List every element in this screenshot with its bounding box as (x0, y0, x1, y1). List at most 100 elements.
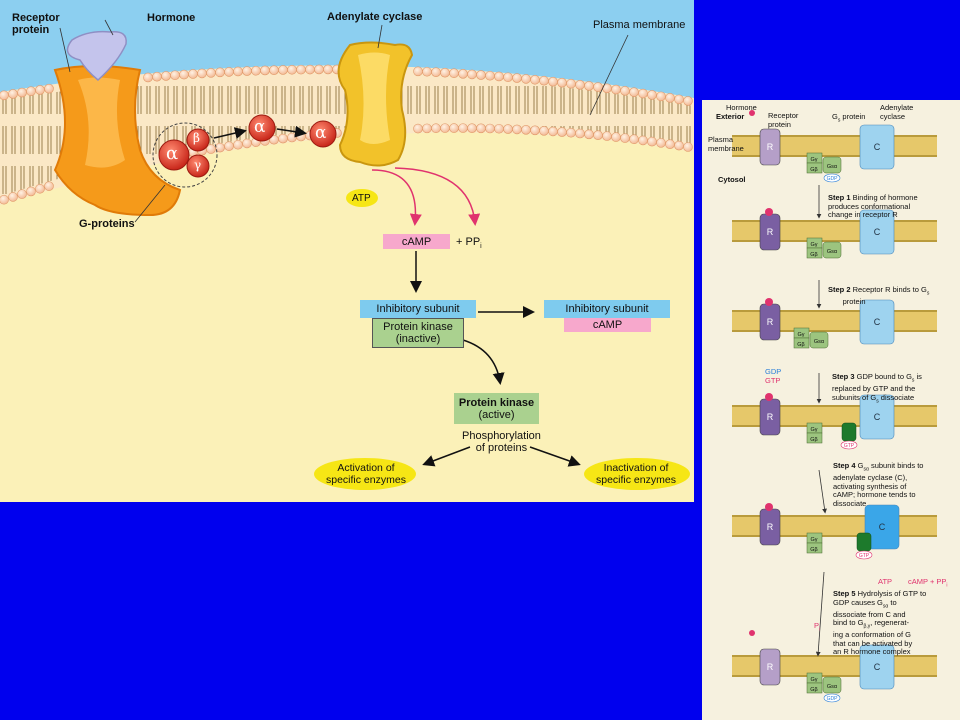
gdp-ellipse (823, 173, 841, 183)
lipid-head (44, 181, 54, 191)
lipid-head (557, 77, 567, 88)
g-gamma-text: Gγ (810, 677, 817, 683)
hormone-dot-bound (765, 393, 773, 401)
hormone-dot-bound (765, 208, 773, 216)
lipid-head (566, 127, 576, 138)
lipid-head (26, 86, 36, 97)
step4-text: Step 4 Gsα subunit binds to adenylate cy… (833, 461, 924, 508)
adenylate-cyclase-c (859, 124, 895, 170)
lipid-head (17, 189, 27, 199)
lipid-head (557, 127, 567, 137)
step5-text: Step 5 Hydrolysis of GTP to GDP causes G… (833, 589, 927, 656)
g-alpha-subunit (822, 676, 842, 694)
lipid-head (458, 123, 468, 133)
lipid-head (467, 123, 477, 133)
side-pi-label: Pi (814, 621, 821, 633)
lipid-head (683, 142, 693, 152)
alpha-symbol: α (166, 143, 179, 164)
lipid-head (512, 124, 522, 135)
lipid-head (233, 66, 243, 77)
g-gamma-text: Gγ (810, 427, 817, 433)
side-camp-label: cAMP + PPi (908, 577, 948, 589)
plasma-membrane-label: Plasma membrane (593, 19, 686, 31)
inactivation-label: Inactivation of specific enzymes (596, 462, 676, 486)
side-atp-label: ATP (878, 577, 893, 586)
lipid-head (467, 69, 477, 80)
g-alpha-text: Gsα (827, 249, 838, 255)
lipid-head (161, 71, 171, 81)
g-proteins-label: G-proteins (79, 218, 135, 230)
lipid-head (251, 65, 261, 76)
lipid-head (206, 144, 216, 154)
gdp-text: GDP (827, 176, 839, 182)
lipid-head (494, 123, 504, 134)
alpha-symbol-free: α (254, 117, 266, 137)
g-alpha-subunit (809, 331, 829, 349)
lipid-head (260, 65, 270, 76)
lipid-head (413, 123, 423, 134)
lipid-head (647, 136, 657, 147)
g-beta-subunit (806, 682, 823, 694)
lipid-head (494, 71, 504, 82)
lipid-head (485, 123, 495, 134)
lipid-head (629, 134, 639, 145)
lipid-head (269, 65, 279, 75)
lipid-head (8, 192, 18, 202)
lipid-head (449, 123, 459, 133)
lipid-head (593, 130, 603, 140)
step2-text: Step 2 Receptor R binds to Gs protein (828, 285, 930, 306)
adenylate-cyclase-c (859, 644, 895, 690)
receptor-r-letter: R (767, 227, 774, 237)
receptor-protein-label: Receptor protein (12, 12, 60, 36)
g-protein-complex-outline (152, 122, 218, 188)
lipid-head (413, 66, 423, 77)
hormone-dot-bound (765, 298, 773, 306)
step1-text: Step 1 Binding of hormone produces confo… (828, 193, 918, 219)
lipid-head (530, 74, 540, 85)
lipid-head (440, 123, 450, 133)
adenylate-cyclase-label: Adenylate cyclase (327, 11, 423, 23)
protein-kinase-active-title: Protein kinase (458, 396, 535, 409)
lipid-head (422, 66, 432, 77)
lipid-head (674, 94, 684, 105)
side-hormone-label: Hormone (726, 103, 757, 112)
lipid-head (440, 67, 450, 78)
lipid-head (278, 133, 288, 144)
adenylate-cyclase-c (864, 504, 900, 550)
beta-symbol: β (193, 131, 200, 145)
lipid-head (242, 138, 252, 149)
lipid-head (647, 90, 657, 100)
lipid-head (233, 139, 243, 150)
lipid-head (206, 68, 216, 78)
ppi-label: + PPi (456, 236, 482, 251)
g-alpha-subunit (822, 156, 842, 174)
side-gtp-label: GTP (765, 376, 781, 385)
lipid-head (584, 129, 594, 140)
g-beta-text: Gβ (810, 687, 817, 693)
g-gamma-text: Gγ (797, 332, 804, 338)
phosphorylation-label: Phosphorylation of proteins (462, 430, 541, 454)
gtp-ellipse (840, 440, 858, 450)
side-plasma-label: Plasma membrane (708, 135, 744, 153)
lipid-head (575, 80, 585, 90)
lipid-head (26, 186, 36, 197)
g-gamma-text: Gγ (810, 537, 817, 543)
gdp-ellipse (823, 693, 841, 703)
lipid-head (548, 126, 558, 137)
lipid-head (242, 66, 252, 76)
lipid-head (665, 93, 675, 103)
gtp-ellipse (855, 550, 873, 560)
lipid-head (296, 131, 306, 142)
alpha-ball-bound (309, 120, 337, 148)
lipid-head (197, 68, 207, 79)
activation-ellipse (314, 458, 416, 490)
lipid-head (0, 194, 9, 205)
hormone-dot (749, 110, 755, 116)
lipid-head (620, 86, 630, 96)
hormone-dot (749, 630, 755, 636)
lipid-head (278, 65, 288, 75)
adenylate-c-letter: C (874, 227, 881, 237)
lipid-head (638, 135, 648, 146)
lipid-head (0, 90, 9, 101)
lipid-head (575, 128, 585, 139)
